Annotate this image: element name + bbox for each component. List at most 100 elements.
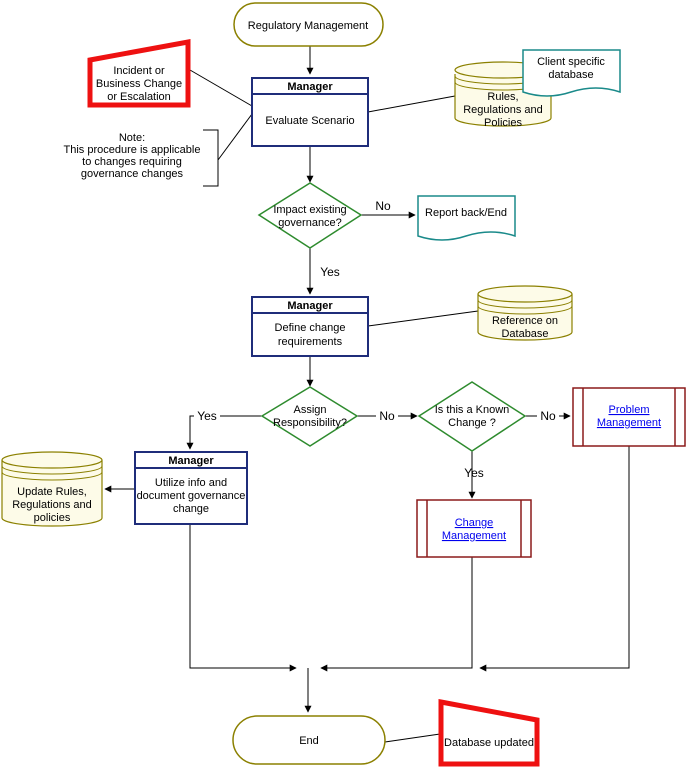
database-updated-box: Database updated [438, 698, 540, 767]
edge-label-bg [194, 408, 220, 423]
reference-database: Reference on Database [477, 285, 573, 341]
client-db-line: Client specific [537, 56, 605, 68]
start-label: Regulatory Management [248, 20, 368, 32]
manager2-line: Define change [275, 322, 346, 334]
connector-reference-to-manager2 [367, 310, 479, 327]
note-bracket [203, 129, 219, 187]
manager3-line: document governance [137, 490, 246, 502]
connector-end-to-db-updated [384, 733, 441, 743]
subprocess-problem-management[interactable]: Problem Management [572, 387, 686, 447]
report-back-line: Report back/End [425, 207, 507, 219]
note-line: Note: [119, 132, 145, 144]
report-back-document: Report back/End [417, 195, 516, 241]
report-back-shape [417, 195, 516, 241]
update-database-body [1, 460, 103, 527]
decision-known-shape [417, 381, 527, 452]
connector-manager3-to-merge [189, 524, 297, 672]
edge-label-assign-yes: Yes [197, 409, 217, 423]
start-shape [233, 2, 384, 47]
change-management-link[interactable]: Management [442, 530, 506, 542]
manager2-line: requirements [278, 336, 343, 348]
connector-change-to-merge [320, 557, 473, 672]
decision-known-line: Change ? [448, 417, 496, 429]
note-line: to changes requiring [82, 156, 182, 168]
incident-shape [87, 38, 191, 108]
manager-define-change-requirements: Manager Define change requirements [251, 296, 369, 357]
manager3-line: change [173, 503, 209, 515]
incident-line: Incident or [113, 65, 165, 77]
end-terminator: End [232, 715, 386, 765]
update-database-ring [1, 471, 103, 481]
problem-management-box [572, 387, 686, 447]
edge-label-assign-no: No [379, 409, 395, 423]
decision-assign-responsibility: Assign Responsibility? [260, 386, 359, 447]
reference-database-top [477, 285, 573, 303]
manager2-box [251, 296, 369, 357]
change-management-box [416, 499, 532, 558]
update-database-top [1, 451, 103, 469]
decision-known-change: Is this a Known Change ? [417, 381, 527, 452]
note-line: This procedure is applicable [64, 144, 201, 156]
database-updated-shape [438, 698, 540, 767]
decision-known-line: Is this a Known [435, 404, 510, 416]
update-database-line: Update Rules, [17, 486, 87, 498]
manager1-line: Evaluate Scenario [265, 115, 354, 127]
reference-database-body [477, 294, 573, 341]
reference-database-line: Reference on [492, 315, 558, 327]
end-shape [232, 715, 386, 765]
manager2-header: Manager [287, 300, 333, 312]
decision-assign-line: Responsibility? [273, 417, 347, 429]
decision-impact-line: governance? [278, 217, 342, 229]
connectors [104, 46, 630, 743]
update-database-line: policies [34, 512, 71, 524]
manager1-box [251, 77, 369, 147]
connector-problem-to-merge [479, 446, 630, 672]
decision-assign-shape [260, 386, 359, 447]
decision-impact-shape [257, 182, 363, 249]
client-specific-database-document: Client specific database [522, 49, 621, 97]
manager-evaluate-scenario: Manager Evaluate Scenario [251, 77, 369, 147]
edge-label-known-yes: Yes [464, 466, 484, 480]
update-rules-database: Update Rules, Regulations and policies [1, 451, 103, 527]
manager3-header: Manager [168, 455, 214, 467]
manager3-box [134, 451, 248, 525]
manager1-header: Manager [287, 81, 333, 93]
incident-box: Incident or Business Change or Escalatio… [87, 38, 191, 108]
client-db-shape [522, 49, 621, 97]
edge-label-impact-yes: Yes [320, 265, 340, 279]
edge-label-impact-no: No [375, 199, 391, 213]
edge-label-bg [537, 408, 559, 423]
problem-management-link[interactable]: Management [597, 417, 661, 429]
connector-incident-to-manager1 [189, 69, 253, 107]
connector-assign-yes [186, 415, 262, 450]
reference-database-line: Database [501, 328, 548, 340]
incident-line: Business Change [96, 78, 182, 90]
decision-assign-line: Assign [293, 404, 326, 416]
note-line: governance changes [81, 168, 184, 180]
connector-note-to-manager1 [217, 113, 253, 161]
decision-impact-line: Impact existing [273, 204, 346, 216]
manager-utilize-info: Manager Utilize info and document govern… [134, 451, 248, 525]
change-management-link[interactable]: Change [455, 517, 494, 529]
rules-database-line: Rules, [487, 91, 518, 103]
update-database-ring [1, 465, 103, 475]
end-label: End [299, 735, 319, 747]
decision-impact-governance: Impact existing governance? [257, 182, 363, 249]
rules-database-line: Regulations and [463, 104, 543, 116]
manager3-line: Utilize info and [155, 477, 227, 489]
database-updated-label: Database updated [444, 737, 534, 749]
reference-database-ring [477, 305, 573, 315]
incident-line: or Escalation [107, 91, 171, 103]
rules-database-line: Policies [484, 117, 522, 129]
problem-management-link[interactable]: Problem [609, 404, 650, 416]
reference-database-ring [477, 299, 573, 309]
note: Note: This procedure is applicable to ch… [64, 129, 219, 187]
update-database-line: Regulations and [12, 499, 92, 511]
client-db-line: database [548, 69, 593, 81]
edge-label-bg [376, 408, 398, 423]
edge-label-known-no: No [540, 409, 556, 423]
connector-rules-to-manager1 [367, 95, 456, 113]
start-terminator: Regulatory Management [233, 2, 384, 47]
subprocess-change-management[interactable]: Change Management [416, 499, 532, 558]
